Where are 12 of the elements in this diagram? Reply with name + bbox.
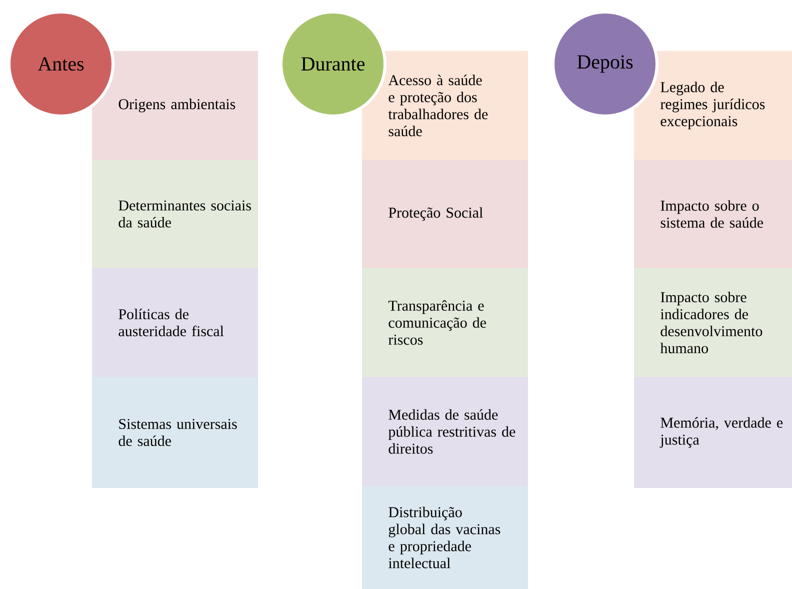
text-box: Distribuição global das vacinas e propriedade intelectual — [362, 486, 528, 589]
text-box: Determinantes sociais da saúde — [92, 160, 258, 268]
text-box: Proteção Social — [362, 160, 528, 268]
text-box: Medidas de saúde pública restritivas de direitos — [362, 377, 528, 486]
text-box: Memória, verdade e justiça — [634, 377, 792, 488]
text-box: Transparência e comunicação de riscos — [362, 268, 528, 377]
text-box: Impacto sobre indicadores de desenvolvimento humano — [634, 268, 792, 377]
text-box: Políticas de austeridade fiscal — [92, 268, 258, 377]
text-box: Sistemas universais de saúde — [92, 377, 258, 488]
text-box: Legado de regimes jurídicos excepcionais — [634, 51, 792, 160]
text-box: Impacto sobre o sistema de saúde — [634, 160, 792, 268]
text-box: Origens ambientais — [92, 51, 258, 160]
